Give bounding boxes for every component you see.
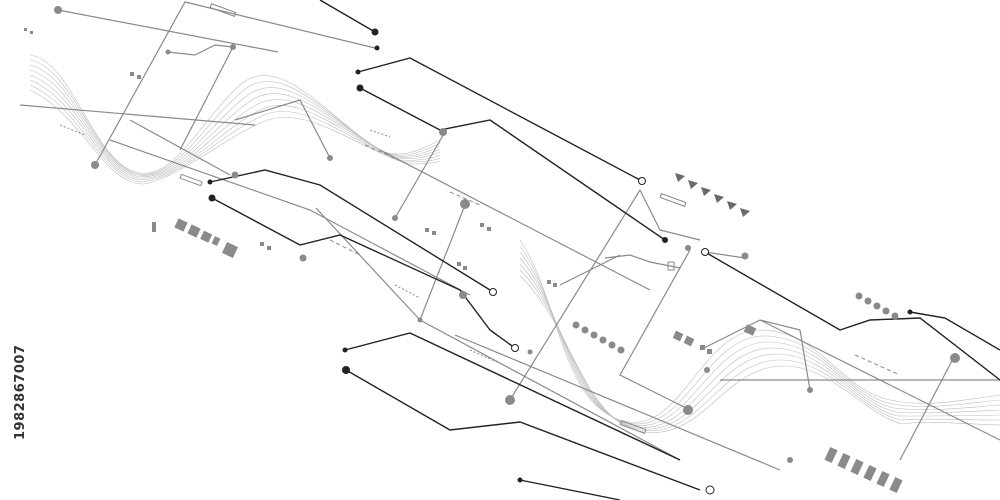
node-dot: [230, 44, 236, 50]
node-dot: [417, 317, 423, 323]
node-dot: [374, 45, 380, 51]
node-dot: [231, 171, 239, 179]
dash-markers: [59, 3, 901, 434]
triangle-markers: [675, 173, 750, 217]
node-dot: [208, 194, 216, 202]
node-dot: [617, 346, 625, 354]
node-dot: [355, 69, 361, 75]
gray-circuit-lines: [19, 1, 1000, 471]
node-dot: [950, 353, 960, 363]
node-dot: [371, 28, 379, 36]
node-dot: [864, 297, 872, 305]
node-dot: [741, 252, 749, 260]
node-dot: [356, 84, 364, 92]
node-dot: [705, 485, 715, 495]
node-dot: [907, 309, 913, 315]
node-dot: [342, 347, 348, 353]
block-markers: [24, 28, 903, 494]
node-dot: [460, 199, 470, 209]
node-dot: [517, 477, 523, 483]
node-dot: [511, 344, 519, 352]
node-dot: [489, 288, 497, 296]
node-dot: [299, 254, 307, 262]
node-dot: [807, 387, 813, 393]
node-dot: [608, 341, 616, 349]
node-dot: [459, 291, 467, 299]
node-dot: [54, 6, 62, 14]
node-dot: [91, 161, 99, 169]
circuit-nodes: [54, 6, 960, 495]
node-dot: [891, 312, 899, 320]
node-dot: [590, 331, 598, 339]
node-dot: [787, 457, 793, 463]
wave-mesh-left: [29, 54, 441, 185]
image-id-text: 1982867007: [13, 344, 28, 440]
node-dot: [439, 128, 447, 136]
dark-circuit-lines: [209, 0, 1000, 500]
node-dot: [638, 177, 646, 185]
node-dot: [685, 245, 691, 251]
node-dot: [855, 292, 863, 300]
node-dot: [882, 307, 890, 315]
node-dot: [683, 405, 693, 415]
node-dot: [527, 349, 533, 355]
node-dot: [207, 179, 213, 185]
node-dot: [662, 237, 668, 243]
node-dot: [392, 215, 398, 221]
node-dot: [599, 336, 607, 344]
node-dot: [701, 248, 709, 256]
node-dot: [581, 326, 589, 334]
node-dot: [572, 321, 580, 329]
wave-mesh-right: [519, 239, 1000, 433]
node-dot: [704, 367, 710, 373]
node-dot: [342, 366, 350, 374]
node-dot: [873, 302, 881, 310]
node-dot: [505, 395, 515, 405]
node-dot: [165, 49, 171, 55]
node-dot: [327, 155, 333, 161]
